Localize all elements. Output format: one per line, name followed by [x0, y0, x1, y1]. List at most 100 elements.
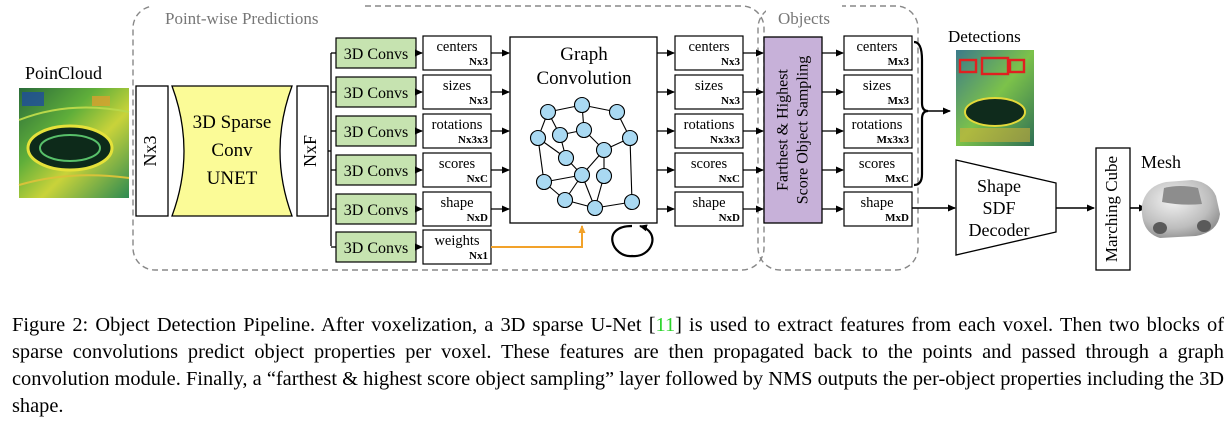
weights-arrow [491, 225, 586, 248]
pred-box [422, 35, 492, 71]
pipeline-diagram: Point-wise Predictions Objects PoinCloud… [18, 4, 1220, 271]
graph-conv-line2: Convolution [536, 68, 632, 89]
unet-block [171, 85, 293, 217]
decoder-line1: Shape [977, 176, 1021, 196]
unet-line1: 3D Sparse [193, 112, 272, 133]
mesh-label: Mesh [1141, 152, 1181, 172]
decoder-line3: Decoder [969, 220, 1030, 240]
object-box [843, 35, 913, 71]
refined-box [674, 35, 744, 71]
pred-name: rotations [432, 117, 483, 133]
object-name: shape [860, 195, 893, 211]
nx3-label: Nx3 [140, 136, 160, 167]
marching-cube-box [1095, 147, 1131, 271]
shape-decoder-block [955, 159, 1057, 256]
pred-dim: Nx1 [469, 250, 488, 262]
conv-block [335, 115, 417, 147]
object-box [843, 191, 913, 227]
refined-name: sizes [695, 78, 724, 94]
conv-label: 3D Convs [344, 85, 408, 102]
graph-node [539, 103, 557, 121]
caption-part2: ] is used to extract features from each … [12, 314, 1225, 417]
conv-block [335, 193, 417, 225]
pred-dim: Nx3 [469, 56, 488, 68]
pred-dim: NxD [467, 212, 488, 224]
conv-label: 3D Convs [344, 46, 408, 63]
graph-node [595, 141, 613, 159]
object-name: centers [856, 39, 897, 55]
nx3-box [135, 85, 169, 217]
objects-group-title: Objects [778, 9, 830, 28]
graph-node [595, 167, 613, 185]
unet-line3: UNET [207, 168, 258, 189]
decoder-line2: SDF [982, 198, 1015, 218]
pointwise-group-title: Point-wise Predictions [165, 9, 318, 28]
refined-dim: Nx3x3 [710, 134, 740, 146]
conv-label: 3D Convs [344, 202, 408, 219]
point-cloud-image [18, 88, 130, 198]
pred-name: scores [439, 156, 476, 172]
pred-name: centers [436, 39, 477, 55]
refined-box [674, 74, 744, 110]
pred-box [422, 191, 492, 227]
marching-cube-label: Marching Cube [1102, 156, 1121, 262]
refined-name: rotations [684, 117, 735, 133]
sampling-line1: Farthest & Highest [775, 69, 792, 191]
graph-node [621, 129, 639, 147]
graph-network [529, 96, 641, 217]
refined-dim: NxD [719, 212, 740, 224]
graph-node [557, 149, 575, 167]
graph-node [551, 126, 569, 144]
graph-node [529, 129, 547, 147]
pred-name: sizes [443, 78, 472, 94]
graph-node [573, 166, 591, 184]
conv-label: 3D Convs [344, 240, 408, 257]
graph-edge [629, 137, 633, 203]
input-label: PoinCloud [25, 63, 102, 83]
object-name: rotations [852, 117, 903, 133]
graph-conv-line1: Graph [560, 44, 608, 65]
graph-node [535, 173, 553, 191]
object-dim: Mx3x3 [877, 134, 910, 146]
pred-name: shape [440, 195, 473, 211]
conv-block [335, 154, 417, 186]
detections-image [956, 50, 1034, 146]
conv-label: 3D Convs [344, 163, 408, 180]
pred-box [422, 74, 492, 110]
sampling-line2: Score Object Sampling [795, 56, 812, 204]
pred-box [422, 152, 492, 188]
refined-box [674, 191, 744, 227]
graph-node [623, 193, 641, 211]
self-loop-arrow [611, 224, 654, 258]
conv-label: 3D Convs [344, 124, 408, 141]
graph-node [586, 199, 604, 217]
pred-dim: Nx3x3 [458, 134, 488, 146]
graph-node [573, 96, 591, 114]
object-box [843, 113, 913, 149]
refined-dim: NxC [719, 173, 740, 185]
pred-dim: NxC [467, 173, 488, 185]
object-name: sizes [863, 78, 892, 94]
object-dim: Mx3 [888, 95, 910, 107]
citation-link[interactable]: 11 [655, 314, 676, 336]
refined-name: centers [688, 39, 729, 55]
graph-node [608, 103, 626, 121]
refined-box [674, 152, 744, 188]
object-dim: MxD [885, 212, 909, 224]
object-dim: MxC [885, 173, 909, 185]
